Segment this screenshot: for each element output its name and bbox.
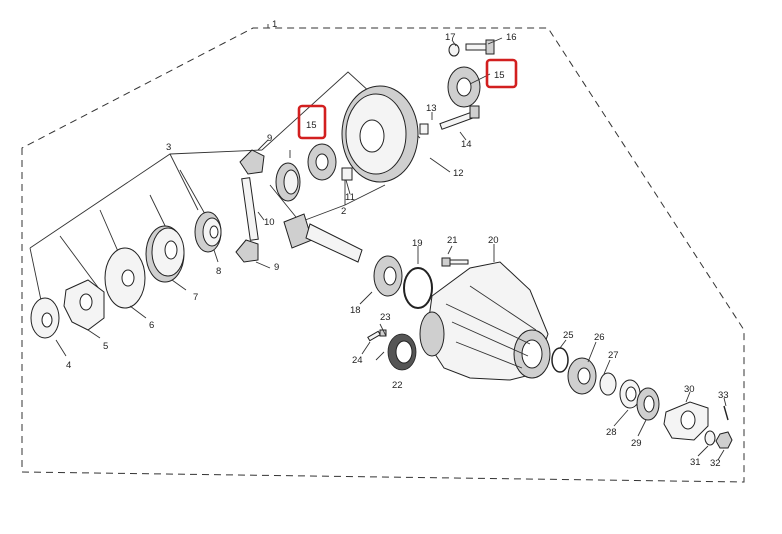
part-label: 33 <box>718 390 729 401</box>
part-32-nut <box>715 431 733 449</box>
part-9-pinion-lower <box>235 239 259 263</box>
part-label: 15 <box>306 120 317 131</box>
part-label: 28 <box>606 427 617 438</box>
part-21-bolt <box>441 257 469 267</box>
part-label: 25 <box>563 330 574 341</box>
subassembly-lines <box>29 71 421 306</box>
part-20-differential-housing <box>419 261 551 381</box>
part-label: 32 <box>710 458 721 469</box>
part-label: 30 <box>684 384 695 395</box>
part-28-ring <box>619 379 641 409</box>
part-label: 16 <box>506 32 517 43</box>
part-label: 24 <box>352 355 363 366</box>
part-label: 13 <box>426 103 437 114</box>
leader-2 <box>269 180 386 223</box>
part-label: 6 <box>149 320 154 331</box>
part-8-side-gear-right <box>275 162 301 202</box>
part-2-drive-pinion <box>283 213 363 263</box>
part-label: 17 <box>445 32 456 43</box>
part-22-seal <box>387 333 417 371</box>
part-label: 10 <box>264 217 275 228</box>
part-label: 29 <box>631 438 642 449</box>
part-17-washer <box>448 43 460 57</box>
part-label: 18 <box>350 305 361 316</box>
part-label: 3 <box>166 142 171 153</box>
part-label: 11 <box>345 192 355 203</box>
part-15-bearing-left <box>307 143 337 181</box>
part-label: 31 <box>690 457 701 468</box>
part-label: 5 <box>103 341 108 352</box>
part-label: 7 <box>193 292 198 303</box>
part-label: 2 <box>341 206 346 217</box>
leader-lines <box>55 37 727 461</box>
part-23-bolt <box>367 329 387 342</box>
part-26-bearing <box>567 357 597 395</box>
part-labels: 1 2 3 4 5 6 7 8 9 9 10 11 12 13 14 15 15… <box>66 19 729 469</box>
part-label: 19 <box>412 238 423 249</box>
part-11-pin <box>341 167 353 181</box>
part-label: 9 <box>267 133 272 144</box>
part-10-pinion-shaft <box>241 177 259 241</box>
part-16-bolt <box>465 39 495 55</box>
part-29-bearing <box>636 387 660 421</box>
part-label: 22 <box>392 380 403 391</box>
part-8-side-gear <box>194 211 222 253</box>
part-label: 23 <box>380 312 391 323</box>
part-5-friction-plate <box>63 279 105 331</box>
part-33-cotter-pin <box>723 405 729 421</box>
part-15-bearing-right <box>447 66 481 108</box>
assembly-boundary <box>21 27 745 483</box>
part-label: 9 <box>274 262 279 273</box>
part-label: 26 <box>594 332 605 343</box>
part-14-bolt <box>439 105 480 130</box>
part-25-o-ring <box>551 347 569 373</box>
part-30-flange <box>663 401 709 441</box>
part-9-pinion-upper <box>239 149 265 175</box>
part-label: 15 <box>494 70 505 81</box>
part-7-pressure-plate <box>145 225 185 283</box>
part-label: 12 <box>453 168 464 179</box>
part-label: 4 <box>66 360 71 371</box>
part-19-o-ring <box>403 267 433 309</box>
part-6-disc <box>104 247 146 309</box>
part-label: 20 <box>488 235 499 246</box>
part-label: 1 <box>272 19 277 30</box>
part-2-ring-gear <box>341 85 419 183</box>
highlight-box-right <box>485 58 518 89</box>
part-label: 8 <box>216 266 221 277</box>
part-27-spacer <box>599 372 617 396</box>
part-18-bearing <box>373 255 403 297</box>
part-label: 14 <box>461 139 472 150</box>
part-31-washer <box>704 430 716 446</box>
part-4-thrust-washer <box>30 297 60 339</box>
part-13-lock-plate <box>419 123 429 135</box>
part-label: 27 <box>608 350 619 361</box>
part-label: 21 <box>447 235 458 246</box>
highlight-box-left <box>297 104 327 140</box>
